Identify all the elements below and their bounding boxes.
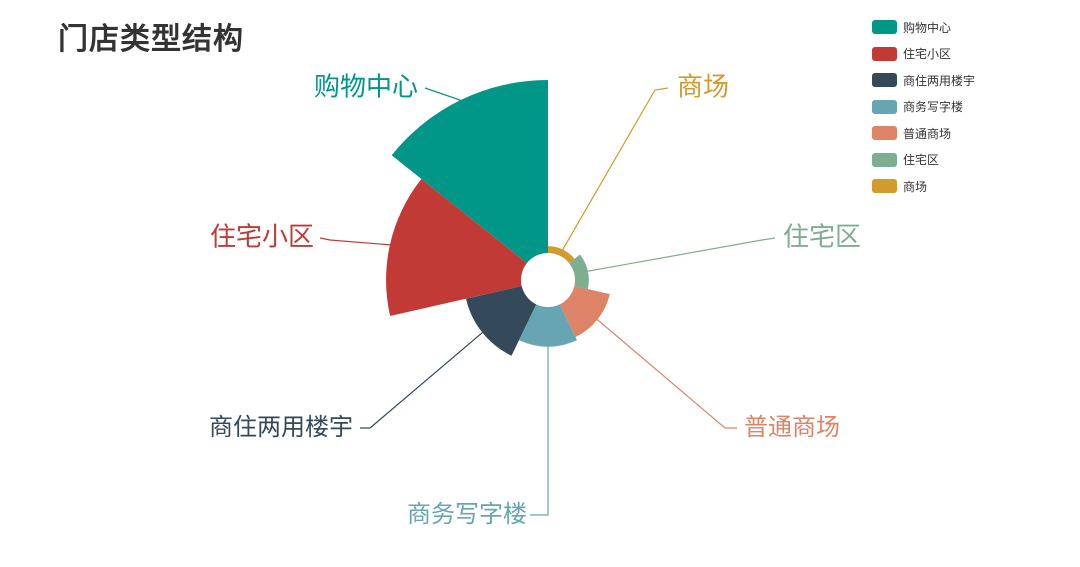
rose-slice-2[interactable]	[466, 286, 537, 356]
rose-slice-0[interactable]	[391, 80, 548, 264]
legend-label-3: 商务写字楼	[903, 100, 964, 115]
label-leader-1	[319, 237, 397, 246]
legend-item-6[interactable]: 商场	[872, 173, 975, 200]
legend-swatch-0	[872, 20, 897, 35]
legend-label-5: 住宅区	[903, 153, 940, 168]
legend-item-3[interactable]: 商务写字楼	[872, 94, 975, 121]
slice-label-6: 商场	[677, 73, 729, 103]
legend-item-4[interactable]: 普通商场	[872, 120, 975, 147]
label-leader-0	[424, 87, 465, 106]
legend-label-4: 普通商场	[903, 126, 952, 141]
legend-label-6: 商场	[903, 179, 928, 194]
legend-swatch-1	[872, 46, 897, 61]
legend-swatch-6	[872, 179, 897, 194]
label-leader-2	[360, 328, 488, 429]
legend-label-0: 购物中心	[903, 20, 952, 35]
slice-label-2: 商住两用楼宇	[209, 413, 353, 441]
label-leader-3	[530, 340, 549, 516]
rose-slice-1[interactable]	[386, 179, 527, 317]
legend-item-2[interactable]: 商住两用楼宇	[872, 67, 975, 94]
rose-slice-4[interactable]	[559, 286, 610, 338]
label-leader-6	[561, 87, 669, 251]
rose-slice-5[interactable]	[569, 254, 589, 290]
rose-slice-6[interactable]	[548, 246, 575, 264]
legend-item-0[interactable]: 购物中心	[872, 14, 975, 41]
legend-label-1: 住宅小区	[903, 47, 952, 62]
legend-item-5[interactable]: 住宅区	[872, 147, 975, 174]
slice-label-0: 购物中心	[314, 73, 418, 103]
label-leader-5	[581, 237, 776, 273]
slice-label-3: 商务写字楼	[407, 500, 527, 528]
label-leader-4	[592, 315, 737, 429]
legend-swatch-4	[872, 126, 897, 141]
rose-slice-3[interactable]	[519, 304, 577, 347]
legend-swatch-2	[872, 73, 897, 88]
legend-swatch-5	[872, 152, 897, 167]
legend-item-1[interactable]: 住宅小区	[872, 41, 975, 68]
legend-swatch-3	[872, 99, 897, 114]
slice-label-5: 住宅区	[783, 223, 861, 253]
slice-label-4: 普通商场	[744, 413, 840, 441]
chart-title: 门店类型结构	[58, 22, 244, 57]
legend-label-2: 商住两用楼宇	[903, 73, 976, 88]
slice-label-1: 住宅小区	[210, 223, 314, 253]
chart-legend: 购物中心住宅小区商住两用楼宇商务写字楼普通商场住宅区商场	[872, 14, 975, 200]
